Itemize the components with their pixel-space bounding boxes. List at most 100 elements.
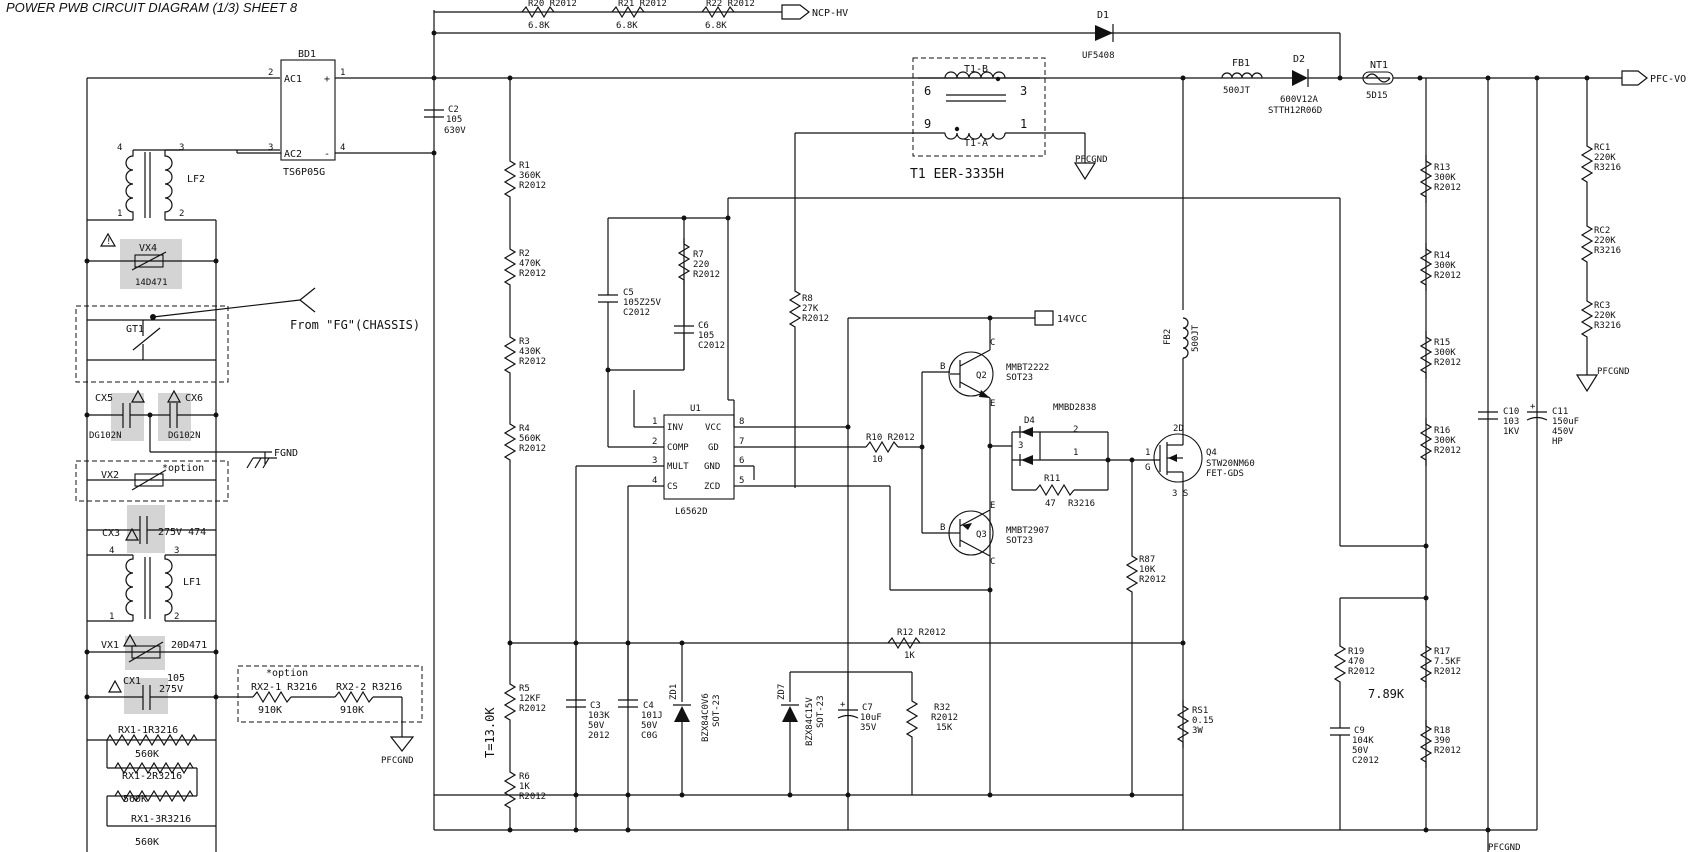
- q4-pin-d: 2D: [1173, 424, 1184, 434]
- r2-label: R2: [519, 249, 530, 259]
- d1-part: UF5408: [1082, 51, 1115, 61]
- r87-label: R87: [1139, 555, 1155, 565]
- q3-part2: SOT23: [1006, 536, 1033, 546]
- cx6-label: CX6: [185, 393, 203, 404]
- q4-label: Q4: [1206, 448, 1217, 458]
- rx1-chain: RX1-1R3216 560K RX1-2R3216 560K RX1-3R32…: [87, 725, 216, 848]
- q4-pin1: 1: [1145, 448, 1150, 458]
- d2-value1: 600V12A: [1280, 95, 1319, 105]
- r7-pkg: R2012: [693, 270, 720, 280]
- r20-r22-chain: R20 R2012 R21 R2012 R22 R2012 6.8K 6.8K …: [521, 0, 848, 31]
- c11-value1: 150uF: [1552, 417, 1579, 427]
- c10-value2: 1KV: [1503, 427, 1520, 437]
- bd1-pin2: 2: [268, 68, 273, 78]
- rx2-option: *option RX2-1 R3216 RX2-2 R3216 910K 910…: [216, 665, 423, 766]
- nt1-value: 5D15: [1366, 91, 1388, 101]
- c4-value1: 101J: [641, 711, 663, 721]
- u1-pin-vcc: VCC: [705, 423, 721, 433]
- d4-part: MMBD2838: [1053, 403, 1096, 413]
- r1-r6-divider: R1 360K R2012 R2 470K R2012 R3 430K R201…: [483, 78, 546, 833]
- r6-label: R6: [519, 772, 530, 782]
- rc1-label: RC1: [1594, 143, 1610, 153]
- r8-label: R8: [802, 294, 813, 304]
- r14-pkg: R2012: [1434, 271, 1461, 281]
- pfcgnd-label-1: PFCGND: [381, 756, 414, 766]
- bd1-minus: -: [324, 149, 330, 160]
- bd1-label: BD1: [298, 49, 316, 60]
- rc3-value: 220K: [1594, 311, 1616, 321]
- zd7-label: ZD7: [777, 684, 787, 700]
- output-path: FB1 500JT D2 600V12A STTH12R06D NT1 5D15…: [1180, 54, 1686, 116]
- r1-value: 360K: [519, 171, 541, 181]
- zd7-part: BZX84C15V: [805, 697, 815, 746]
- q4-part1: STW20NM60: [1206, 459, 1255, 469]
- r4-label: R4: [519, 424, 530, 434]
- r10-label: R10 R2012: [866, 433, 915, 443]
- rx1-3-label: RX1-3R3216: [131, 814, 191, 825]
- bd1-plus: +: [324, 74, 330, 85]
- c5-value2: C2012: [623, 308, 650, 318]
- bd1-pin1: 1: [340, 68, 345, 78]
- c11-value2: 450V: [1552, 427, 1574, 437]
- rx1-3-value: 560K: [135, 837, 159, 848]
- cx1-label: CX1: [123, 676, 141, 687]
- vx4-value: 14D471: [135, 278, 168, 288]
- lf1-pin2: 2: [174, 612, 179, 622]
- q4-part2: FET-GDS: [1206, 469, 1244, 479]
- fb1-value: 500JT: [1223, 86, 1251, 96]
- ncp-hv-label: NCP-HV: [812, 8, 848, 19]
- c7-label: C7: [862, 703, 873, 713]
- lf1-inductor: 4 3 1 2 LF1: [87, 546, 216, 622]
- u1-pin7: 7: [739, 437, 744, 447]
- bd1-bridge: BD1 AC1 AC2 + - 2 1 3 4 TS6P05G: [236, 49, 434, 178]
- u1-pin-gnd: GND: [704, 462, 720, 472]
- rc2-value: 220K: [1594, 236, 1616, 246]
- fb2-label: FB2: [1163, 329, 1173, 345]
- c7-value1: 10uF: [860, 713, 882, 723]
- r2-value: 470K: [519, 259, 541, 269]
- rx2-1-value: 910K: [258, 705, 282, 716]
- r87-pkg: R2012: [1139, 575, 1166, 585]
- r17-value: 7.5KF: [1434, 657, 1461, 667]
- r32-label: R32: [934, 703, 950, 713]
- r13-value: 300K: [1434, 173, 1456, 183]
- lf2-pin4: 4: [117, 143, 122, 153]
- r8-pkg: R2012: [802, 314, 829, 324]
- feedback-network: R13 300K R2012 R14 300K R2012 R15 300K R…: [727, 78, 1461, 833]
- r32-pkg: R2012: [931, 713, 958, 723]
- cx6-value: DG102N: [168, 431, 201, 441]
- fb2-value: 500JT: [1191, 324, 1201, 352]
- r21-label: R21 R2012: [618, 0, 667, 9]
- vx1-varistor: VX1 20D471: [84, 633, 219, 670]
- lf2-pin1: 1: [117, 209, 122, 219]
- nt1-label: NT1: [1370, 60, 1388, 71]
- vx4-label: VX4: [139, 243, 157, 254]
- d1-diode: D1 UF5408: [1082, 10, 1341, 78]
- zd1-pkg: SOT-23: [712, 694, 722, 727]
- t1b-label: T1-B: [964, 64, 988, 75]
- r16-pkg: R2012: [1434, 446, 1461, 456]
- d2-label: D2: [1293, 54, 1305, 65]
- r5-label: R5: [519, 684, 530, 694]
- d4-pin1: 1: [1073, 448, 1078, 458]
- r10-value: 10: [872, 455, 883, 465]
- q3-pin-b: B: [940, 523, 945, 533]
- c5-value1: 105Z25V: [623, 298, 662, 308]
- gate-driver: 14VCC R10 R2012 10 B C E Q2 MMBT2222 SOT…: [795, 310, 1087, 830]
- bottom-network: R12 R2012 1K C3 103K 50V 2012 C4 101J 50…: [434, 628, 1214, 833]
- q4-pin-g: G: [1145, 463, 1150, 473]
- rc1-value: 220K: [1594, 153, 1616, 163]
- r11-pkg: R3216: [1068, 499, 1095, 509]
- pfc-vo-label: PFC-VO: [1650, 74, 1686, 85]
- c6-value2: C2012: [698, 341, 725, 351]
- pfcgnd-label-3: PFCGND: [1488, 843, 1521, 852]
- lf1-pin1: 1: [109, 612, 114, 622]
- fgnd-label: FGND: [274, 448, 298, 459]
- rc1-pkg: R3216: [1594, 163, 1621, 173]
- c10-label: C10: [1503, 407, 1519, 417]
- r18-label: R18: [1434, 726, 1450, 736]
- r5-pkg: R2012: [519, 704, 546, 714]
- c3-label: C3: [590, 701, 601, 711]
- 789k-label: 7.89K: [1368, 687, 1405, 701]
